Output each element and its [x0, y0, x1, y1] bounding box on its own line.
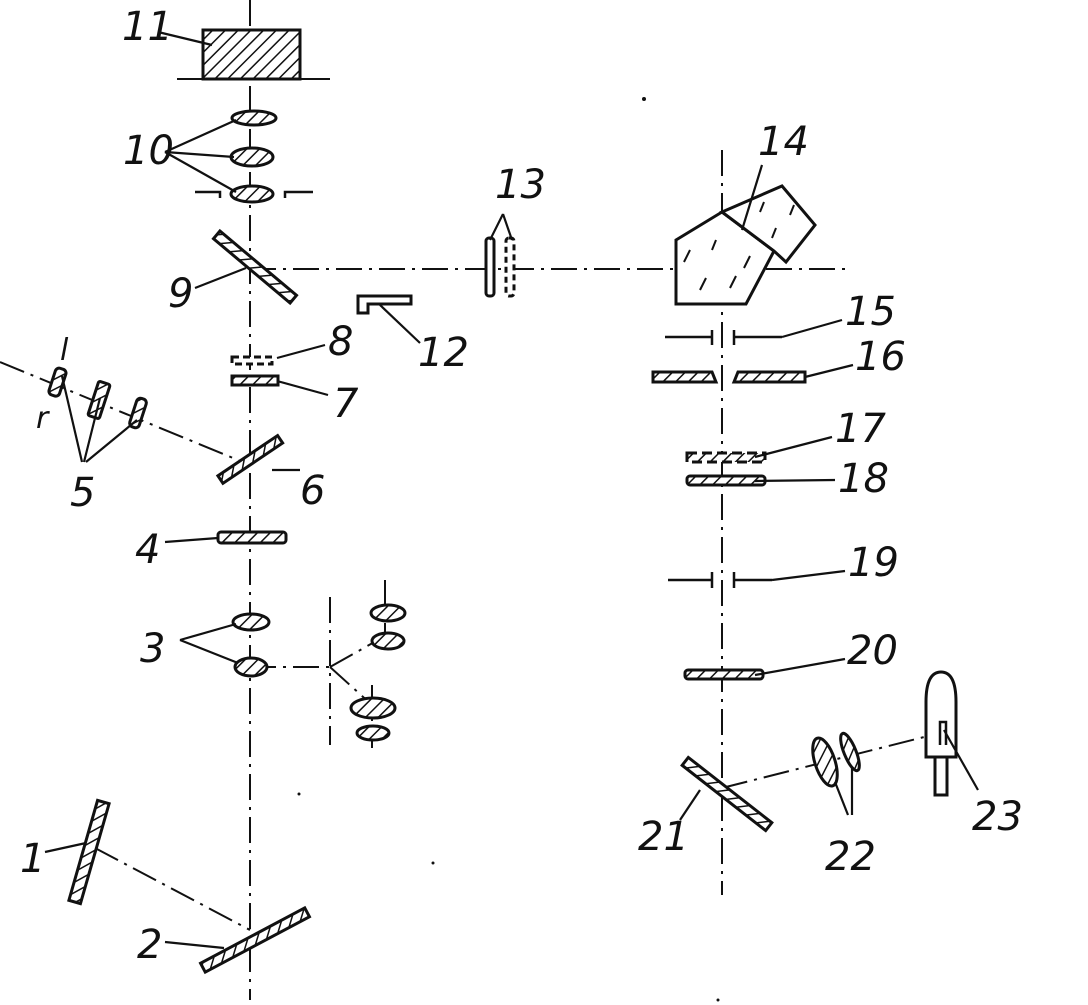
- component-3-objectives: [231, 603, 407, 742]
- component-19-diaphragm: [668, 572, 772, 588]
- label-r: r: [36, 401, 50, 436]
- component-16-slit: [651, 370, 807, 384]
- label-23: 23: [972, 794, 1023, 840]
- label-2: 2: [137, 922, 162, 968]
- component-7-plate: [230, 374, 280, 387]
- leader-lines: [44, 30, 979, 950]
- label-14: 14: [758, 119, 809, 165]
- label-4: 4: [135, 527, 160, 573]
- component-12-bracket: [356, 294, 413, 315]
- scan-specks: [297, 97, 720, 1002]
- component-15-diaphragm: [665, 330, 782, 345]
- label-9: 9: [168, 271, 193, 317]
- component-4-plate: [216, 530, 288, 545]
- side-axis-5: [0, 361, 251, 466]
- label-10: 10: [123, 128, 174, 174]
- component-8-filter: [230, 355, 274, 366]
- labels: 11 10 9 13 14 12 15 16 17 18 19 20 21 22…: [20, 4, 1023, 968]
- label-l: l: [60, 333, 69, 368]
- turret-diag-up: [329, 639, 379, 668]
- label-3: 3: [140, 626, 165, 672]
- component-23-lamp: [924, 670, 958, 797]
- axis-mirror-1: [94, 847, 251, 931]
- component-21-mirror: [680, 755, 774, 833]
- axis-lamp-23: [721, 732, 941, 789]
- label-17: 17: [835, 406, 886, 452]
- label-1: 1: [20, 836, 45, 882]
- label-16: 16: [855, 334, 906, 380]
- component-9-beamsplitter: [211, 228, 299, 306]
- component-17-filter: [685, 451, 767, 464]
- component-18-plate: [685, 474, 767, 487]
- component-11-block: [177, 28, 330, 81]
- component-6-plate: [215, 433, 285, 486]
- component-14-prism: [674, 184, 817, 306]
- label-7: 7: [333, 381, 359, 427]
- component-1-mirror: [67, 798, 111, 906]
- label-22: 22: [825, 834, 876, 880]
- label-12: 12: [418, 330, 469, 376]
- label-5: 5: [70, 470, 95, 516]
- label-21: 21: [638, 814, 689, 860]
- component-2-mirror: [198, 905, 312, 975]
- label-6: 6: [300, 468, 325, 514]
- label-18: 18: [838, 456, 889, 502]
- label-19: 19: [848, 540, 899, 586]
- component-20-plate: [683, 668, 765, 681]
- label-13: 13: [495, 162, 546, 208]
- label-11: 11: [122, 4, 173, 50]
- label-20: 20: [847, 628, 898, 674]
- label-15: 15: [845, 289, 896, 335]
- component-13-plates: [484, 236, 516, 298]
- label-8: 8: [328, 319, 353, 365]
- component-22-lenses: [811, 731, 861, 788]
